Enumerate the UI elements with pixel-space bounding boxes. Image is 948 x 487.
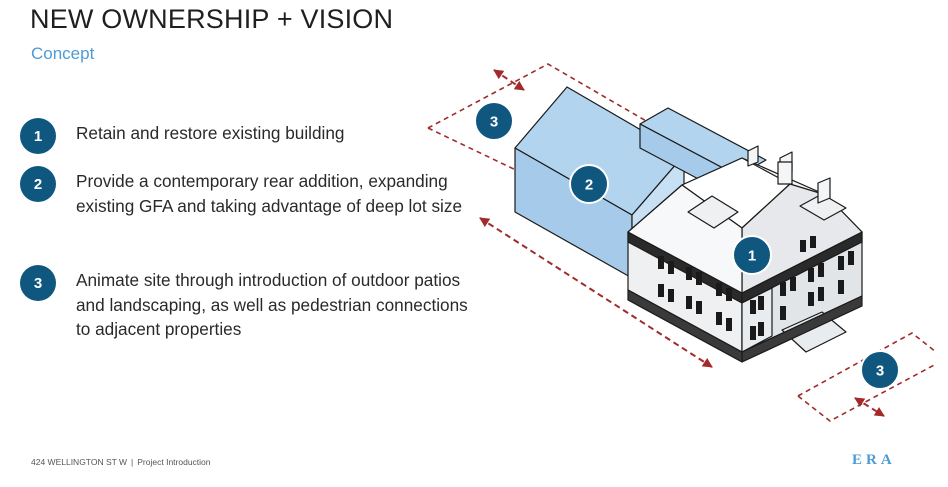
footer-separator: |: [131, 457, 134, 467]
page-subtitle: Concept: [31, 44, 95, 63]
existing-building: [627, 145, 863, 363]
list-item-text: Animate site through introduction of out…: [76, 270, 468, 339]
svg-text:3: 3: [876, 363, 884, 380]
building-windows: [658, 236, 854, 340]
era-logo: ERA: [852, 452, 896, 468]
footer-address: 424 WELLINGTON ST W: [31, 457, 128, 467]
site-dimension-arrows: [479, 69, 885, 417]
footer-section: Project Introduction: [137, 457, 211, 467]
diagram-badge-site-front: 3: [860, 350, 900, 390]
diagram-badge-existing: 1: [732, 235, 772, 275]
svg-text:3: 3: [490, 114, 498, 131]
svg-text:2: 2: [585, 177, 593, 194]
footer: 424 WELLINGTON ST W|Project Introduction: [31, 457, 211, 467]
svg-text:1: 1: [748, 248, 756, 265]
number-badge: 3: [20, 265, 56, 301]
site-boundary-front: [797, 332, 937, 422]
site-boundary-back: [427, 63, 673, 173]
list-item-text: Retain and restore existing building: [76, 123, 345, 143]
diagram-badge-addition: 2: [569, 164, 609, 204]
number-badge: 1: [20, 118, 56, 154]
page-title: NEW OWNERSHIP + VISION: [30, 4, 394, 34]
list-item-addition: 2 Provide a contemporary rear addition, …: [20, 166, 476, 218]
list-item-text: Provide a contemporary rear addition, ex…: [76, 171, 463, 216]
list-item-animate: 3 Animate site through introduction of o…: [20, 265, 476, 342]
rear-addition: [514, 86, 767, 279]
number-badge: 2: [20, 166, 56, 202]
diagram-badge-site-back: 3: [474, 101, 514, 141]
list-item-retain: 1 Retain and restore existing building: [20, 118, 476, 154]
